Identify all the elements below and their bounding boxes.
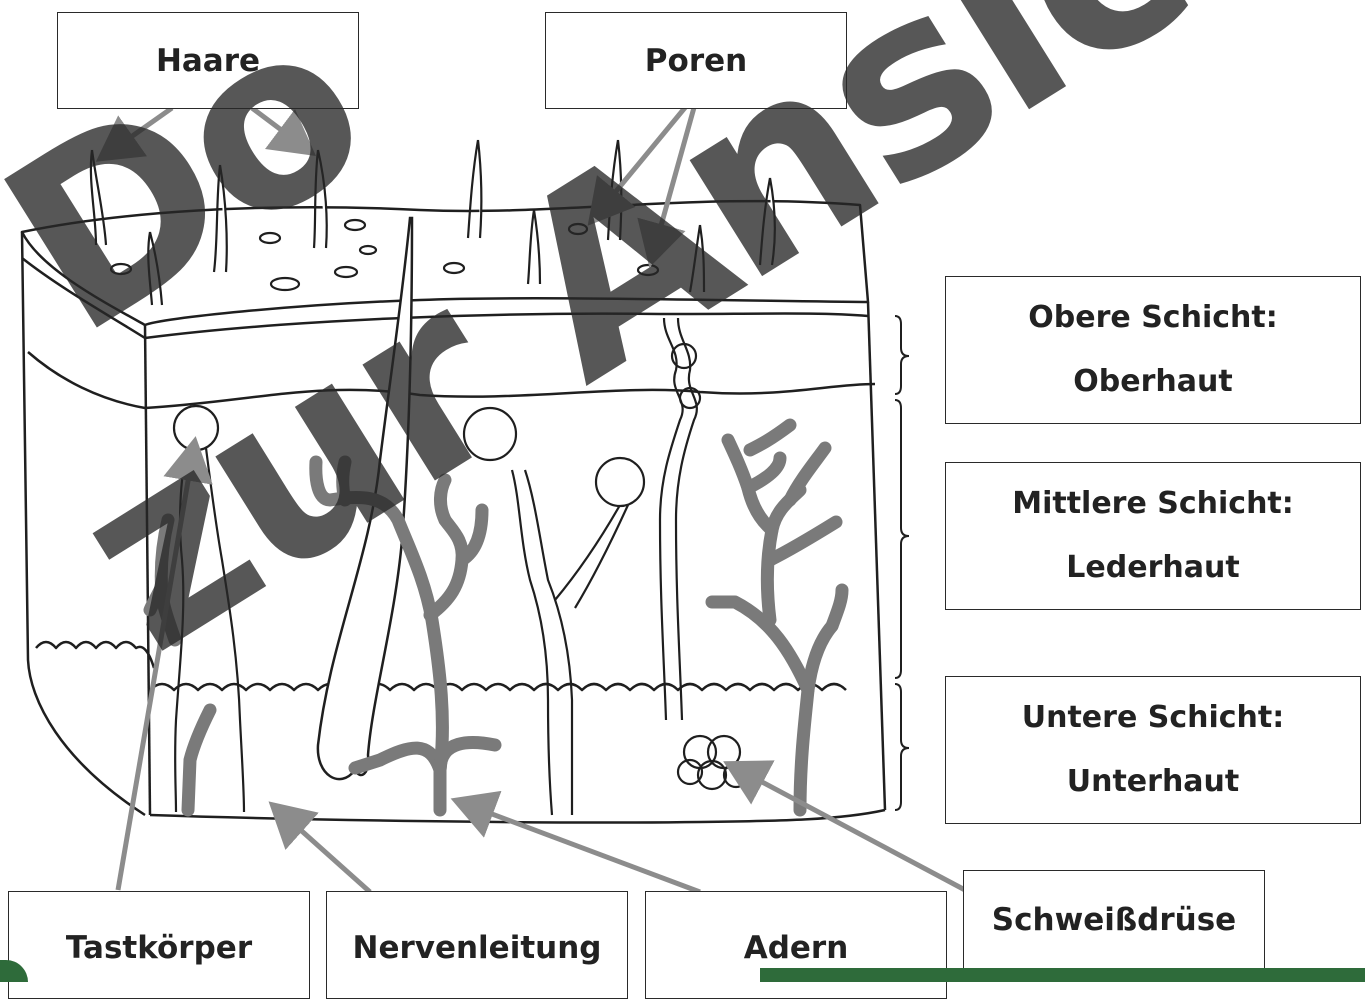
layer-box-obere: Obere Schicht: Oberhaut	[945, 276, 1361, 424]
layer-untere-name: Unterhaut	[1067, 750, 1240, 814]
layer-untere-title: Untere Schicht:	[1022, 686, 1285, 750]
layer-mittlere-name: Lederhaut	[1066, 536, 1239, 600]
label-nervenleitung: Nervenleitung	[326, 891, 628, 999]
layer-mittlere-title: Mittlere Schicht:	[1012, 472, 1294, 536]
layer-box-untere: Untere Schicht: Unterhaut	[945, 676, 1361, 824]
label-adern: Adern	[645, 891, 947, 999]
layer-obere-name: Oberhaut	[1073, 350, 1232, 414]
label-poren: Poren	[545, 12, 847, 109]
layer-braces	[895, 316, 909, 810]
layer-box-mittlere: Mittlere Schicht: Lederhaut	[945, 462, 1361, 610]
label-haare: Haare	[57, 12, 359, 109]
label-tastkoerper: Tastkörper	[8, 891, 310, 999]
label-schweissdruese: Schweißdrüse	[963, 870, 1265, 970]
sweat-gland	[660, 318, 748, 789]
layer-obere-title: Obere Schicht:	[1028, 286, 1277, 350]
blood-vessels	[150, 425, 842, 810]
footer-band	[760, 968, 1365, 982]
